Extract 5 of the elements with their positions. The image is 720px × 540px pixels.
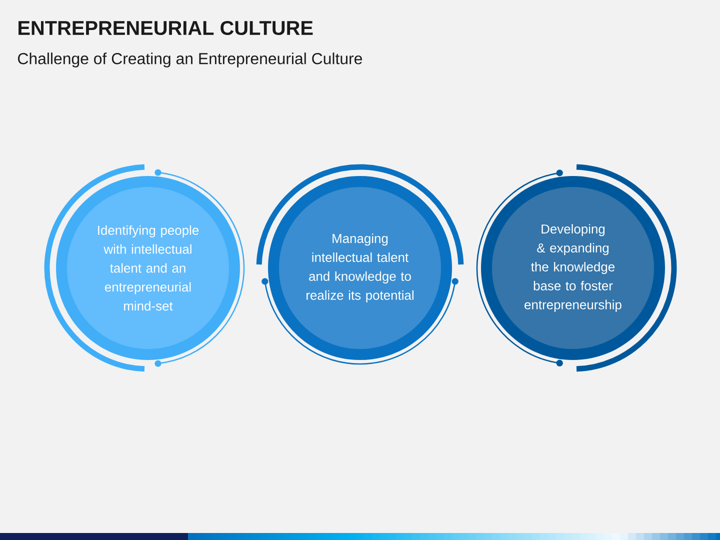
title: ENTREPRENEURIAL CULTURE bbox=[18, 20, 313, 36]
circle-node: Developing & expanding the knowledge base to foster entrepreneurship bbox=[481, 176, 665, 360]
circle-node: Managing intellectual talent and knowledge to realize its potential bbox=[268, 176, 452, 360]
circle-node: Identifying people with intellectual talent and an entrepreneurial mind-set bbox=[56, 176, 240, 360]
subtitle: Challenge of Creating an Entrepreneurial Culture bbox=[18, 52, 362, 68]
